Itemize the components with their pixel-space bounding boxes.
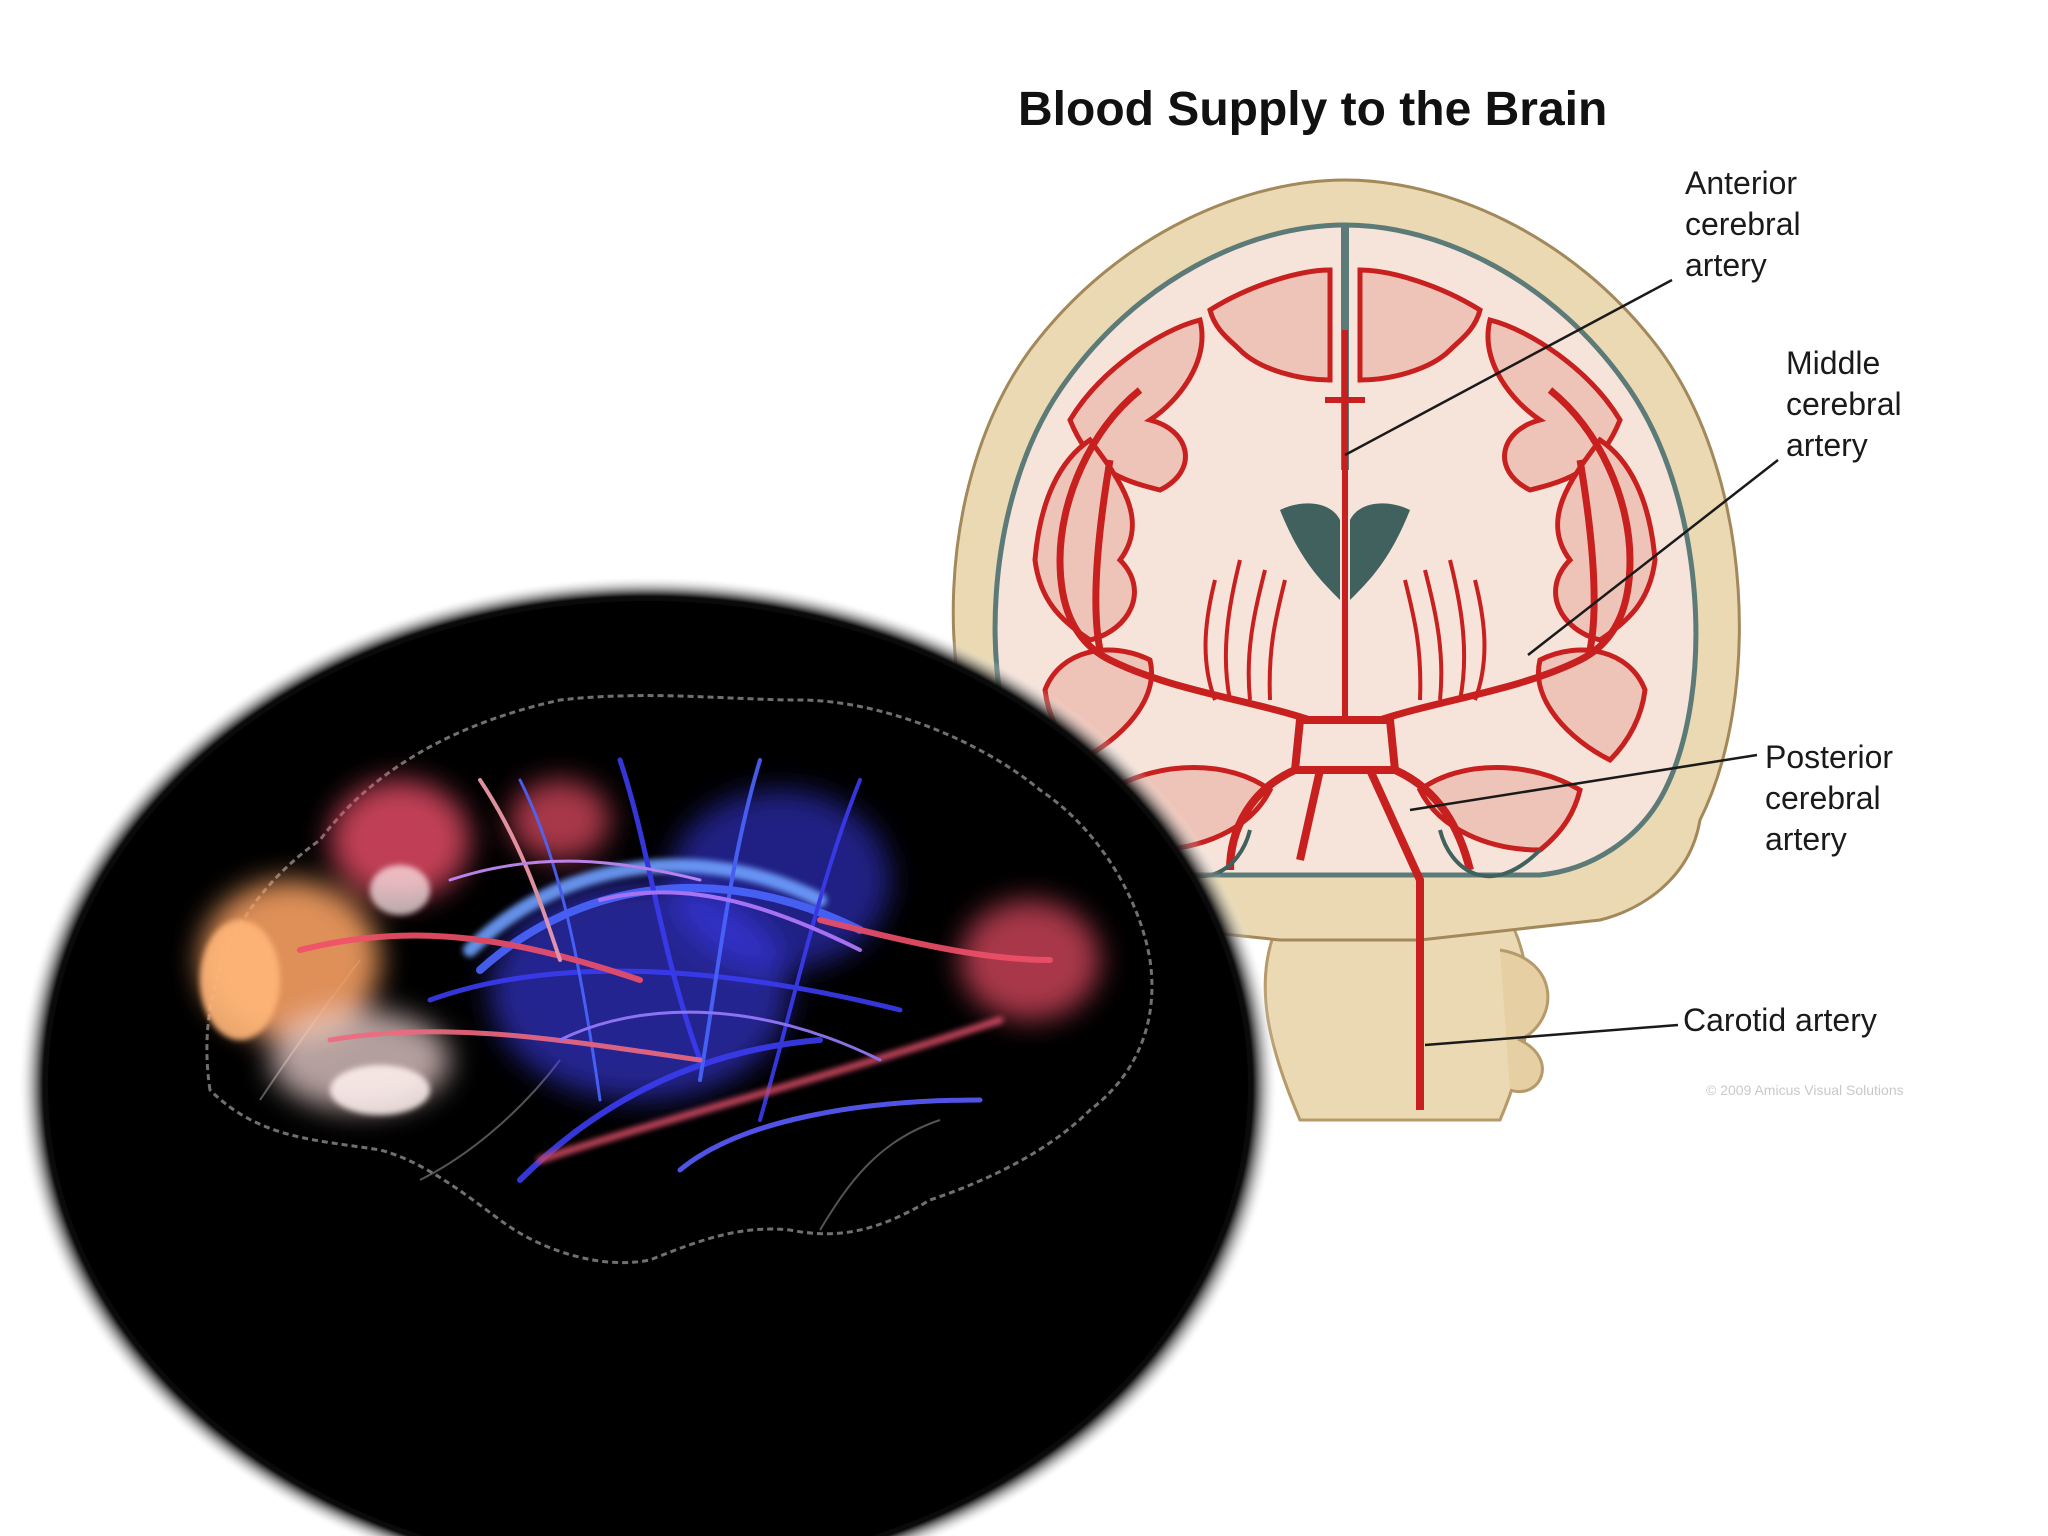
label-line: cerebral [1786,386,1902,422]
label-line: Middle [1786,345,1881,381]
label-line: Posterior [1765,739,1894,775]
tractography-brain-image [18,576,1278,1536]
label-middle-cerebral-artery: Middle cerebral artery [1786,343,1902,466]
figure-title: Blood Supply to the Brain [1018,83,1608,136]
label-anterior-cerebral-artery: Anterior cerebral artery [1685,163,1801,286]
label-line: artery [1685,247,1767,283]
label-line: artery [1765,821,1847,857]
label-line: cerebral [1685,206,1801,242]
copyright-notice: © 2009 Amicus Visual Solutions [1706,1082,1904,1098]
label-line: Anterior [1685,165,1798,201]
label-posterior-cerebral-artery: Posterior cerebral artery [1765,737,1893,860]
coronal-brain-section [951,178,1741,1122]
leader-lines [1344,278,1779,1047]
label-carotid-artery: Carotid artery [1683,1002,1877,1038]
label-line: cerebral [1765,780,1881,816]
label-line: artery [1786,427,1868,463]
